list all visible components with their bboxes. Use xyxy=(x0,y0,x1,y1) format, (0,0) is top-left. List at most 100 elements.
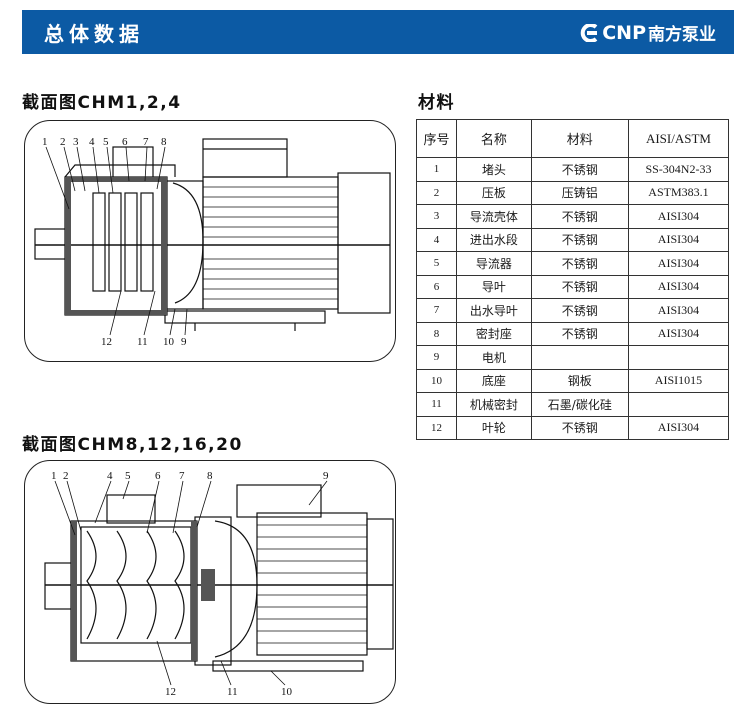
column-header: AISI/ASTM xyxy=(627,119,730,158)
cell-standard: AISI304 xyxy=(627,204,730,229)
cell-number: 7 xyxy=(416,298,457,323)
cross-section-diagram-2: 1 2 4 5 6 7 8 9 12 11 10 xyxy=(24,460,396,704)
callout-8: 8 xyxy=(161,136,167,148)
cell-number: 5 xyxy=(416,251,457,276)
cell-name: 底座 xyxy=(456,368,532,393)
cell-number: 4 xyxy=(416,227,457,252)
callout-7: 7 xyxy=(179,470,185,482)
callout-3: 3 xyxy=(73,136,79,148)
cell-standard: SS-304N2-33 xyxy=(627,157,730,182)
callout-2: 2 xyxy=(60,136,66,148)
cell-name: 导流壳体 xyxy=(456,204,532,229)
cell-name: 电机 xyxy=(456,345,532,370)
cell-material: 压铸铝 xyxy=(530,180,629,205)
cell-standard: AISI304 xyxy=(627,298,730,323)
cell-name: 进出水段 xyxy=(456,227,532,252)
table-header-row: 序号 名称 材料 AISI/ASTM xyxy=(416,119,730,158)
column-header: 材料 xyxy=(530,119,629,158)
cell-number: 2 xyxy=(416,180,457,205)
column-header: 序号 xyxy=(416,119,457,158)
callout-5: 5 xyxy=(103,136,109,148)
pump-drawing-2: 1 2 4 5 6 7 8 9 12 11 10 xyxy=(44,470,394,698)
callout-10: 10 xyxy=(281,686,293,698)
cell-name: 出水导叶 xyxy=(456,298,532,323)
callout-12: 12 xyxy=(101,336,112,348)
materials-title: 材料 xyxy=(418,93,455,113)
cell-material xyxy=(530,345,629,370)
callout-7: 7 xyxy=(143,136,149,148)
cell-name: 导叶 xyxy=(456,274,532,299)
cell-number: 11 xyxy=(416,392,457,417)
callout-6: 6 xyxy=(155,470,161,482)
cell-standard: AISI304 xyxy=(627,415,730,440)
callout-1: 1 xyxy=(42,136,48,148)
brand-name-en: CNP xyxy=(602,21,646,44)
cell-number: 1 xyxy=(416,157,457,182)
cell-standard: AISI304 xyxy=(627,274,730,299)
cell-material: 不锈钢 xyxy=(530,251,629,276)
callout-8: 8 xyxy=(207,470,213,482)
callout-1: 1 xyxy=(51,470,57,482)
cell-number: 8 xyxy=(416,321,457,346)
cell-number: 10 xyxy=(416,368,457,393)
brand-name-cn: 南方泵业 xyxy=(648,25,716,45)
cell-number: 6 xyxy=(416,274,457,299)
cell-name: 密封座 xyxy=(456,321,532,346)
section2-title: 截面图CHM8,12,16,20 xyxy=(22,435,243,455)
cell-material: 不锈钢 xyxy=(530,298,629,323)
cell-standard xyxy=(627,392,730,417)
cell-material: 不锈钢 xyxy=(530,415,629,440)
section1-title: 截面图CHM1,2,4 xyxy=(22,93,182,113)
cross-section-diagram-1: 1 2 3 4 5 6 7 8 12 11 10 9 xyxy=(24,120,396,362)
pump-drawing-1: 1 2 3 4 5 6 7 8 12 11 10 9 xyxy=(34,136,391,348)
callout-6: 6 xyxy=(122,136,128,148)
cell-name: 导流器 xyxy=(456,251,532,276)
cell-material: 不锈钢 xyxy=(530,321,629,346)
cell-name: 叶轮 xyxy=(456,415,532,440)
brand-logo: CNP 南方泵业 xyxy=(578,20,716,45)
cell-standard: AISI304 xyxy=(627,251,730,276)
cell-number: 12 xyxy=(416,415,457,440)
cell-material: 不锈钢 xyxy=(530,157,629,182)
cell-material: 不锈钢 xyxy=(530,274,629,299)
header-bar: 总体数据 CNP 南方泵业 xyxy=(22,10,734,54)
callout-10: 10 xyxy=(163,336,175,348)
cell-material: 不锈钢 xyxy=(530,204,629,229)
column-header: 名称 xyxy=(456,119,532,158)
callout-4: 4 xyxy=(89,136,95,148)
cell-standard: ASTM383.1 xyxy=(627,180,730,205)
cell-material: 石墨/碳化硅 xyxy=(530,392,629,417)
cell-material: 钢板 xyxy=(530,368,629,393)
cell-number: 9 xyxy=(416,345,457,370)
cell-standard xyxy=(627,345,730,370)
cell-name: 机械密封 xyxy=(456,392,532,417)
cell-standard: AISI1015 xyxy=(627,368,730,393)
page-title: 总体数据 xyxy=(44,22,144,46)
cell-standard: AISI304 xyxy=(627,227,730,252)
cell-name: 堵头 xyxy=(456,157,532,182)
callout-5: 5 xyxy=(125,470,131,482)
callout-11: 11 xyxy=(137,336,148,348)
callout-2: 2 xyxy=(63,470,69,482)
cell-material: 不锈钢 xyxy=(530,227,629,252)
cnp-logo-icon xyxy=(580,23,598,42)
callout-4: 4 xyxy=(107,470,113,482)
callout-9: 9 xyxy=(181,336,187,348)
callout-11: 11 xyxy=(227,686,238,698)
cell-number: 3 xyxy=(416,204,457,229)
cell-standard: AISI304 xyxy=(627,321,730,346)
callout-9: 9 xyxy=(323,470,329,482)
